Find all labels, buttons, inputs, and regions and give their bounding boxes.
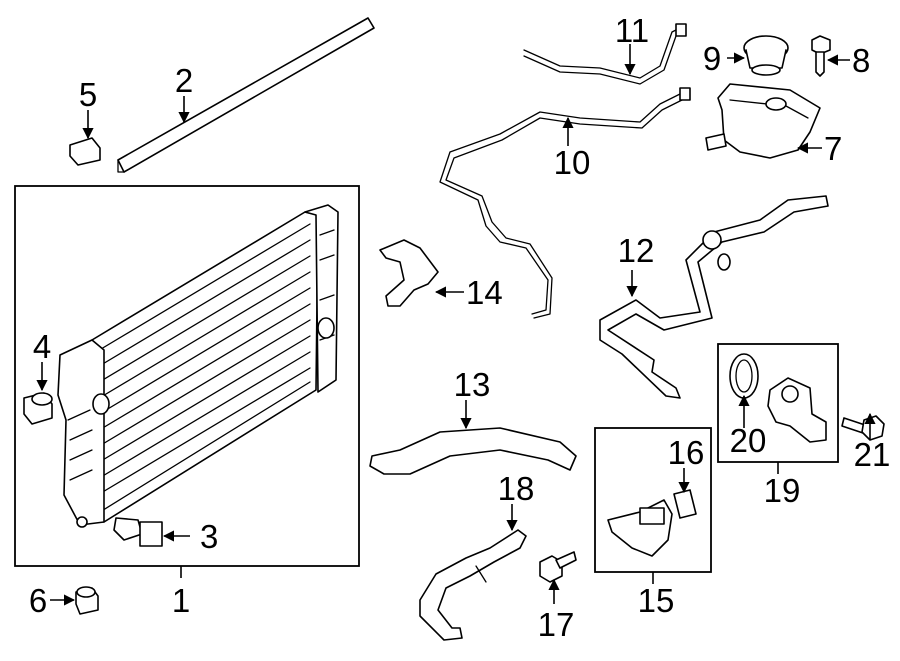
callout-13: 13: [454, 366, 491, 403]
callout-21: 21: [854, 436, 891, 473]
radiator-group-box: [14, 185, 360, 578]
callout-7: 7: [824, 130, 842, 167]
part-4-plug: [23, 392, 53, 425]
callout-labels: 1 2 3 4 5 6 7 8 9 10 11 12 13 14 15 16 1…: [29, 12, 891, 643]
part-10-line: [439, 87, 691, 319]
part-16-seal: [673, 489, 697, 519]
part-2-seal-strip: [117, 17, 375, 173]
group-19-box: [717, 343, 839, 474]
part-3-sensor: [113, 517, 163, 547]
callout-6: 6: [29, 582, 47, 619]
callout-15: 15: [638, 582, 675, 619]
part-12-hose: [599, 195, 829, 399]
callout-9: 9: [703, 40, 721, 77]
part-17-bolt: [539, 551, 577, 583]
callout-5: 5: [79, 76, 97, 113]
part-11-line: [523, 23, 687, 85]
part-14-hose: [379, 239, 439, 307]
part-5-clip: [69, 137, 101, 166]
part-18-hose: [419, 529, 527, 641]
part-19-housing: [767, 377, 827, 443]
part-7-reservoir: [705, 83, 821, 159]
callout-16: 16: [668, 434, 705, 471]
callout-8: 8: [852, 42, 870, 79]
callout-10: 10: [554, 144, 591, 181]
callout-20: 20: [730, 422, 767, 459]
callout-11: 11: [615, 12, 649, 49]
callout-3: 3: [200, 518, 218, 555]
callout-19: 19: [764, 472, 801, 509]
part-6-bushing: [75, 586, 99, 615]
group-15-box: [594, 427, 712, 584]
part-13-hose: [369, 427, 577, 475]
callout-14: 14: [466, 274, 503, 311]
part-9-cap: [743, 35, 789, 76]
part-15-valve: [607, 499, 673, 557]
radiator: [57, 204, 339, 528]
callout-17: 17: [538, 606, 575, 643]
part-8-bolt: [811, 35, 831, 77]
part-20-gasket: [729, 353, 759, 399]
callout-4: 4: [33, 328, 51, 365]
callout-18: 18: [498, 470, 535, 507]
callout-2: 2: [175, 62, 193, 99]
leader-lines: [36, 44, 876, 606]
callout-1: 1: [172, 582, 190, 619]
callout-12: 12: [618, 232, 655, 269]
